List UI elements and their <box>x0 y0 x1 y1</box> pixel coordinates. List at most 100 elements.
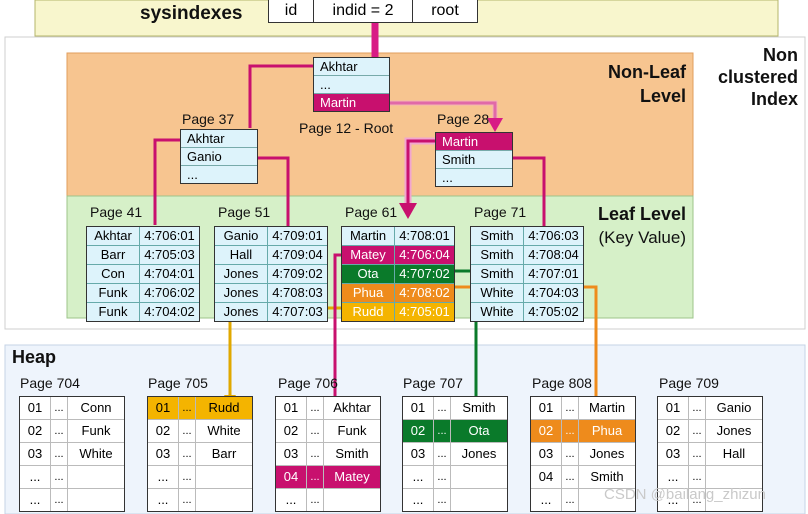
page37-row-akhtar: Akhtar <box>181 130 257 148</box>
heap-row: 03...Barr <box>148 443 252 466</box>
heap-row: 01...Akhtar <box>276 397 380 420</box>
heap-value: Barr <box>211 446 237 461</box>
leaf-key: Funk <box>87 303 140 321</box>
leaf-label-line2: (Key Value) <box>598 228 686 247</box>
heap707-title: Page 707 <box>403 375 463 391</box>
heap-cols: ... <box>179 489 196 511</box>
heap-page-704: 01...Conn 02...Funk 03...White ...... ..… <box>19 396 125 512</box>
heap-slot: ... <box>148 466 179 488</box>
heap-slot: ... <box>148 489 179 511</box>
heap-slot: ... <box>20 489 51 511</box>
heap-cols: ... <box>307 420 324 442</box>
leaf-key: Matey <box>342 246 395 264</box>
link-p28-p71 <box>512 156 546 226</box>
heap-row: 03...Hall <box>658 443 762 466</box>
leaf-rid: 4:707:01 <box>528 266 579 281</box>
heap-slot: 02 <box>276 420 307 442</box>
link-p28-p61-head <box>399 203 417 219</box>
heap-value: Jones <box>589 446 625 461</box>
page37-title: Page 37 <box>182 111 235 127</box>
heap-value: Matey <box>334 469 370 484</box>
heap-row: ...... <box>148 489 252 511</box>
leaf-rid: 4:706:04 <box>399 247 450 262</box>
heap-cols: ... <box>689 489 706 511</box>
page51-row: Jones 4:707:03 <box>215 303 327 321</box>
heap-row: 03...Jones <box>531 443 635 466</box>
heap-cols: ... <box>179 466 196 488</box>
heap-row: 01...Martin <box>531 397 635 420</box>
leaf-rid: 4:705:03 <box>144 247 195 262</box>
heap-row-phua: 02...Phua <box>531 420 635 443</box>
nonclustered-index-label: Non clustered Index <box>700 44 798 110</box>
leaf-rid: 4:705:01 <box>399 304 450 319</box>
leaf-label-line1: Leaf Level <box>597 204 686 224</box>
leaf-key: Jones <box>215 284 268 302</box>
heap-cols: ... <box>179 420 196 442</box>
heap-row: ...... <box>658 466 762 489</box>
heap-cols: ... <box>434 420 451 442</box>
heap-cols: ... <box>307 489 324 511</box>
page71-row: White 4:704:03 <box>471 284 583 303</box>
heap-row: 03...Smith <box>276 443 380 466</box>
heap-value <box>196 466 252 488</box>
heap-value: Smith <box>335 446 369 461</box>
leaf-key: Jones <box>215 303 268 321</box>
heap709-title: Page 709 <box>659 375 719 391</box>
link-root-page28-head <box>487 118 503 132</box>
heap-cols: ... <box>51 397 68 419</box>
nonclustered-label-line2: clustered <box>717 67 798 87</box>
leaf-rid: 4:708:04 <box>528 247 579 262</box>
root-row-martin: Martin <box>314 94 389 111</box>
page41-title: Page 41 <box>90 204 143 220</box>
page28-title: Page 28 <box>437 111 490 127</box>
page37-row-ellipsis: ... <box>187 167 198 182</box>
heap-slot: 01 <box>658 397 689 419</box>
heap-cols: ... <box>434 397 451 419</box>
heap-cols: ... <box>307 466 324 488</box>
heap-value: Smith <box>590 469 624 484</box>
leaf-rid: 4:704:03 <box>528 285 579 300</box>
leaf-rid: 4:708:01 <box>399 228 450 243</box>
heap-row: ...... <box>403 489 507 511</box>
heap-cols: ... <box>179 443 196 465</box>
root-row-ellipsis: ... <box>314 76 389 94</box>
leaf-key: White <box>471 284 524 302</box>
heap705-title: Page 705 <box>148 375 208 391</box>
leaf-rid: 4:709:04 <box>272 247 323 262</box>
leaf-key: Smith <box>471 227 524 245</box>
heap-value: Funk <box>337 423 367 438</box>
leaf-key: Phua <box>342 284 395 302</box>
page28-row-smith: Smith <box>436 151 512 169</box>
heap-cols: ... <box>562 397 579 419</box>
heap-row: 01...Ganio <box>658 397 762 420</box>
heap-value: Akhtar <box>333 400 371 415</box>
nonclustered-label-line3: Index <box>750 89 798 109</box>
heap-slot: ... <box>403 466 434 488</box>
page28: Martin Smith ... <box>435 132 513 187</box>
heap-row: 03...Jones <box>403 443 507 466</box>
leaf-key: Smith <box>471 246 524 264</box>
heap-value <box>68 466 124 488</box>
leaf-rid: 4:706:01 <box>144 228 195 243</box>
heap-value: Rudd <box>208 400 240 415</box>
heap-slot: ... <box>403 489 434 511</box>
heap-slot: 01 <box>403 397 434 419</box>
heap-row: ...... <box>276 489 380 511</box>
leaf-rid: 4:707:03 <box>272 304 323 319</box>
heap-cols: ... <box>307 443 324 465</box>
leaf-level-label: Leaf Level (Key Value) <box>570 202 686 250</box>
heap-page-705: 01...Rudd 02...White 03...Barr ...... ..… <box>147 396 253 512</box>
heap-slot: 04 <box>276 466 307 488</box>
heap-row: ...... <box>20 466 124 489</box>
heap-cols: ... <box>51 489 68 511</box>
heap-row: 01...Smith <box>403 397 507 420</box>
sysindexes-cell-id: id <box>269 0 314 22</box>
